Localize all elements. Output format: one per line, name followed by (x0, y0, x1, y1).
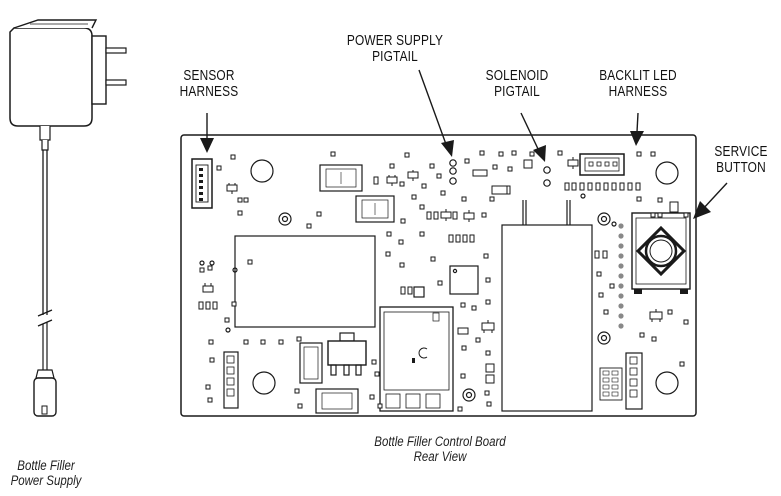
sensor-harness-label-line1: SENSOR (183, 68, 235, 84)
backlit-led-harness-label: BACKLIT LED HARNESS (597, 68, 679, 100)
control-board-caption-line1: Bottle Filler Control Board (374, 434, 506, 449)
service-button-label: SERVICE BUTTON (710, 144, 772, 176)
service-button-label-line1: SERVICE (714, 144, 768, 160)
sensor-harness-label-line2: HARNESS (179, 84, 239, 100)
control-board-caption: Bottle Filler Control Board Rear View (355, 434, 525, 464)
power-supply-caption: Bottle Filler Power Supply (7, 458, 85, 488)
backlit-led-harness-label-line1: BACKLIT LED (599, 68, 677, 84)
service-button-component (631, 212, 691, 294)
solenoid-pigtail-label: SOLENOID PIGTAIL (476, 68, 558, 100)
sensor-harness-label: SENSOR HARNESS (174, 68, 245, 100)
power-adapter-icon (9, 19, 127, 417)
control-board-caption-line2: Rear View (413, 449, 467, 464)
service-button-label-line2: BUTTON (716, 160, 766, 176)
backlit-led-connector (579, 153, 625, 176)
control-board (180, 134, 697, 417)
power-supply-pigtail-label: POWER SUPPLY PIGTAIL (338, 33, 453, 65)
callout-arrow-icon (200, 69, 728, 219)
power-supply-pigtail-label-line2: PIGTAIL (372, 49, 418, 65)
power-supply-caption-line1: Bottle Filler (17, 458, 75, 473)
solenoid-pigtail-label-line2: PIGTAIL (494, 84, 540, 100)
sensor-harness-connector (191, 158, 213, 209)
power-supply-pigtail-label-line1: POWER SUPPLY (346, 33, 444, 49)
power-supply-caption-line2: Power Supply (10, 473, 82, 488)
backlit-led-harness-label-line2: HARNESS (608, 84, 668, 100)
solenoid-pigtail-label-line1: SOLENOID (485, 68, 549, 84)
